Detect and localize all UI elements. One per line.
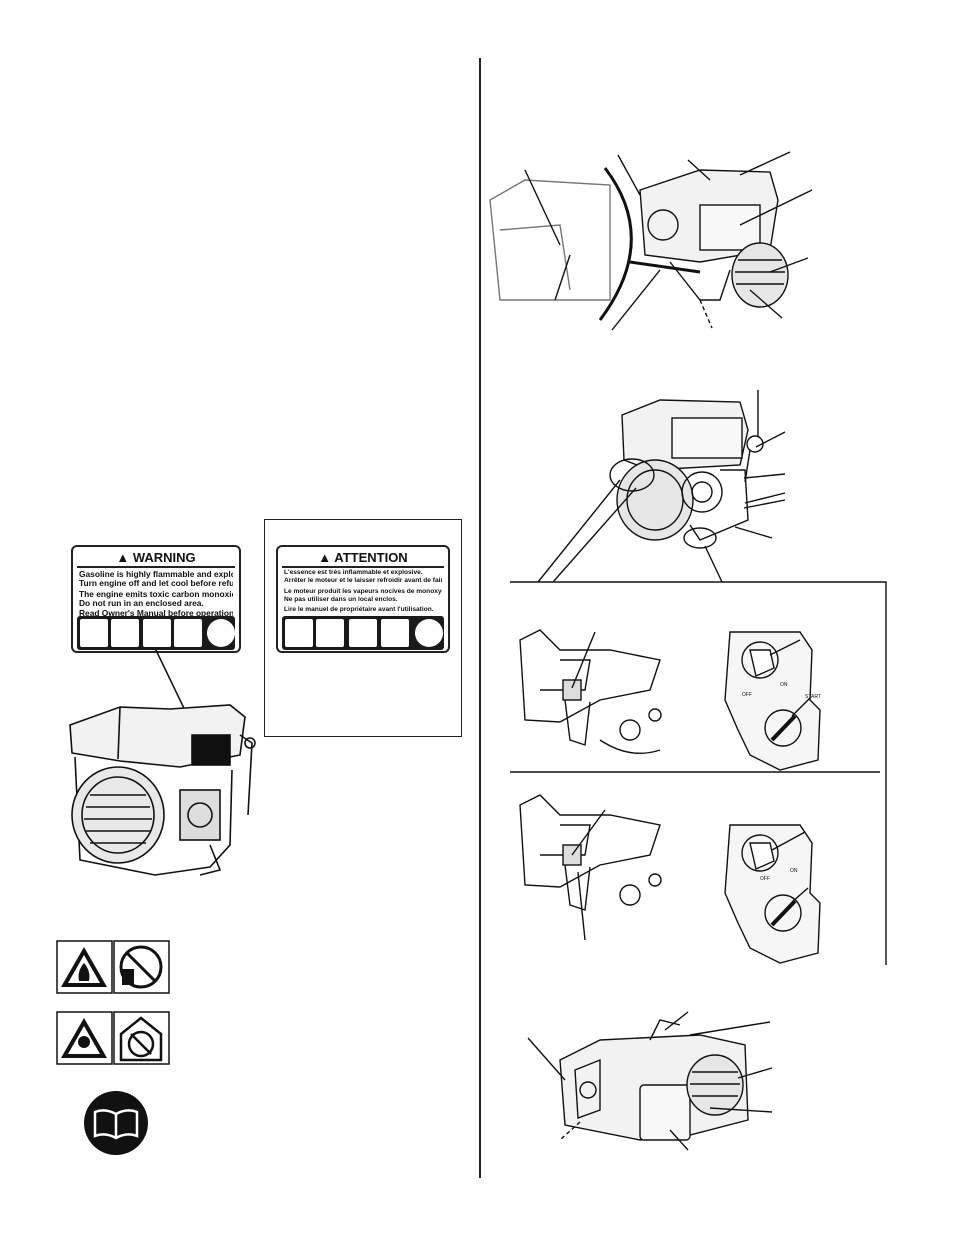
warning-line-1: Gasoline is highly flammable and explosi… xyxy=(79,569,233,579)
warning-label-header: ▲ WARNING xyxy=(77,549,235,568)
warning-triangle-icon: ▲ xyxy=(116,550,133,565)
attention-line-3: Le moteur produit les vapeurs nocives de… xyxy=(284,588,442,595)
warning-pictogram-strip xyxy=(77,616,235,650)
toxic-gas-icon xyxy=(349,619,377,647)
attention-label: ▲ ATTENTION L'essence est très inflammab… xyxy=(276,545,450,653)
switch-mark-on-upper: ON xyxy=(780,682,788,688)
enclosed-area-icon xyxy=(174,619,202,647)
attention-line-1: L'essence est très inflammable et explos… xyxy=(284,569,423,576)
switch-mark-start-upper: START xyxy=(805,694,821,700)
switch-mark-off-upper: OFF xyxy=(742,692,752,698)
fire-hazard-icon xyxy=(80,619,108,647)
enclosed-area-icon xyxy=(381,619,409,647)
attention-label-header: ▲ ATTENTION xyxy=(282,549,444,568)
no-refuel-hot-icon xyxy=(111,619,139,647)
fire-pictogram-pair xyxy=(56,940,170,994)
read-manual-pictogram xyxy=(84,1091,148,1155)
gas-pictogram-pair xyxy=(56,1011,170,1065)
switch-mark-on-lower: ON xyxy=(790,868,798,874)
engine-illustration-left xyxy=(69,704,256,876)
switch-mark-off-lower: OFF xyxy=(760,876,770,882)
attention-pictogram-strip xyxy=(282,616,444,650)
attention-triangle-icon: ▲ xyxy=(318,550,335,565)
attention-line-4: Ne pas utiliser dans un local enclos. xyxy=(284,596,398,603)
column-divider xyxy=(479,58,481,1178)
warning-line-5: Read Owner's Manual before operation. xyxy=(79,608,233,618)
attention-label-title: ATTENTION xyxy=(334,550,408,565)
manual-icon xyxy=(207,619,235,647)
attention-line-5: Lire le manuel de propriétaire avant l'u… xyxy=(284,606,434,613)
warning-label: ▲ WARNING Gasoline is highly flammable a… xyxy=(71,545,241,653)
fire-hazard-icon xyxy=(285,619,313,647)
no-refuel-hot-icon xyxy=(316,619,344,647)
warning-label-title: WARNING xyxy=(132,550,196,565)
warning-line-3: The engine emits toxic carbon monoxide. xyxy=(79,589,233,599)
warning-line-2: Turn engine off and let cool before refu… xyxy=(79,578,233,588)
attention-line-2: Arrêter le moteur et le laisser refroidi… xyxy=(284,577,442,584)
attention-label-frame xyxy=(264,519,462,737)
toxic-gas-icon xyxy=(143,619,171,647)
warning-line-4: Do not run in an enclosed area. xyxy=(79,598,204,608)
manual-icon xyxy=(415,619,443,647)
